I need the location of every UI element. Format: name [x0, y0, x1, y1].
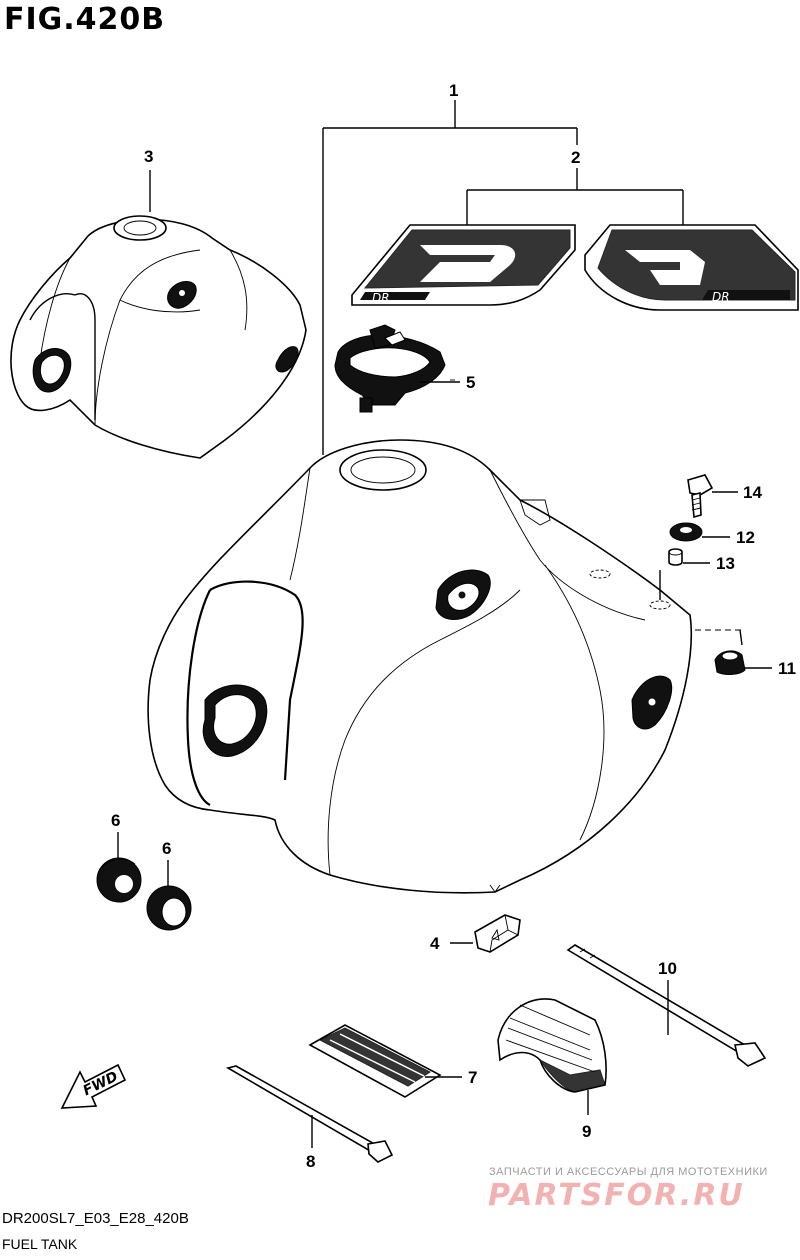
callout-5: 5	[466, 373, 475, 392]
bolt-part-14	[687, 474, 714, 519]
callout-3: 3	[144, 147, 153, 166]
fuel-cap-part-5	[334, 324, 455, 413]
clip-part-4	[474, 914, 521, 953]
watermark-tagline: ЗАПЧАСТИ И АКСЕССУАРЫ ДЛЯ МОТОТЕХНИКИ	[489, 1166, 768, 1178]
cushion-part-11	[714, 650, 746, 675]
callout-10: 10	[658, 959, 677, 978]
decal-right-text: DR	[712, 290, 730, 304]
callout-12: 12	[736, 528, 755, 547]
callout-13: 13	[716, 554, 735, 573]
collar-part-13	[668, 548, 683, 566]
main-fuel-tank-part-1	[147, 439, 745, 894]
callout-11: 11	[778, 659, 796, 678]
section-name: FUEL TANK	[2, 1236, 78, 1252]
callout-9: 9	[582, 1122, 591, 1141]
callout-2: 2	[571, 148, 580, 167]
cable-tie-part-10	[566, 944, 767, 1067]
callout-4: 4	[430, 934, 440, 953]
cap-part-6-b	[146, 885, 192, 931]
leader-lines-1-2	[322, 100, 684, 455]
cap-part-6-a	[96, 857, 142, 903]
tank-decal-right: DR	[584, 224, 799, 311]
decal-left-text: DR	[372, 291, 390, 305]
callout-7: 7	[468, 1068, 477, 1087]
callout-1: 1	[449, 81, 458, 100]
figure-title: FIG.420B	[4, 2, 166, 37]
watermark-logo: PARTSFOR.RU	[488, 1178, 745, 1213]
cable-tie-part-8	[225, 1065, 394, 1163]
callout-6a: 6	[111, 811, 120, 830]
callout-6b: 6	[162, 839, 171, 858]
fwd-direction-arrow: FWD	[60, 1063, 127, 1109]
model-code: DR200SL7_E03_E28_420B	[2, 1210, 189, 1227]
washer-part-12	[669, 522, 703, 542]
callout-leaders	[117, 170, 772, 1148]
callout-8: 8	[306, 1152, 315, 1171]
tank-decal-left: DR	[351, 224, 576, 306]
callout-14: 14	[743, 483, 762, 502]
cushion-part-7	[308, 1024, 442, 1098]
cushion-part-9	[497, 998, 607, 1093]
small-fuel-tank-part-3	[10, 215, 307, 459]
